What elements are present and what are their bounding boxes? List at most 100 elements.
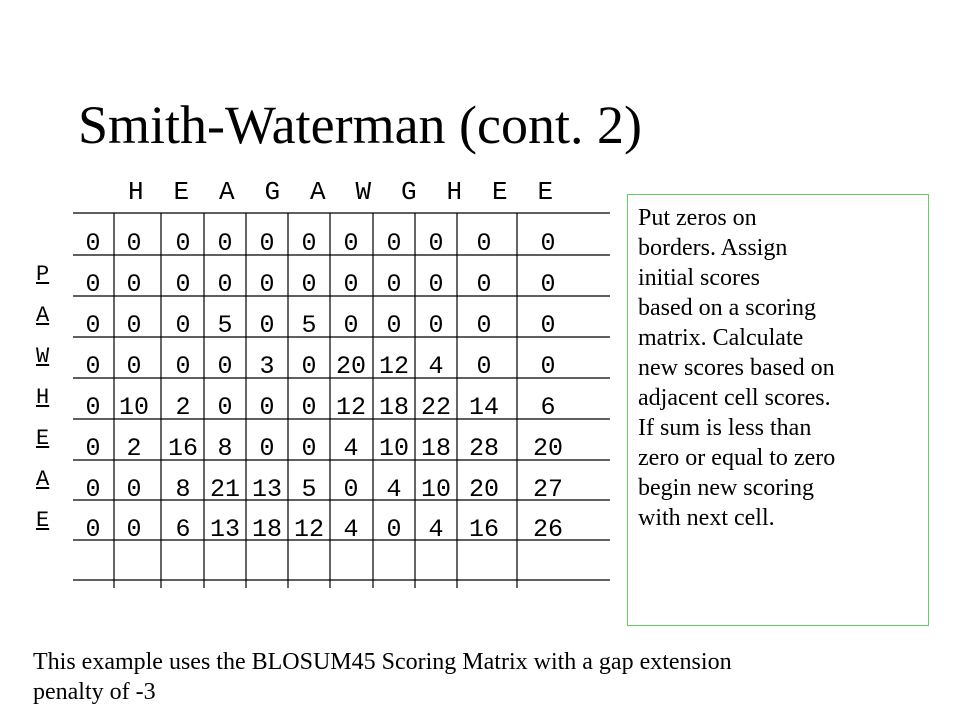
matrix-cell: 0 bbox=[301, 270, 316, 299]
matrix-cell: 21 bbox=[210, 475, 240, 504]
matrix-cell: 0 bbox=[386, 270, 401, 299]
matrix-cell: 26 bbox=[533, 515, 563, 544]
matrix-cell: 5 bbox=[301, 475, 316, 504]
matrix-cell: 0 bbox=[126, 229, 141, 258]
matrix-cell: 0 bbox=[301, 434, 316, 463]
matrix-cell: 4 bbox=[428, 352, 443, 381]
matrix-cell: 0 bbox=[85, 352, 100, 381]
matrix-cell: 8 bbox=[175, 475, 190, 504]
slide-title: Smith-Waterman (cont. 2) bbox=[78, 95, 642, 155]
side-letter: A bbox=[36, 467, 50, 492]
note-line: initial scores bbox=[638, 265, 760, 291]
matrix-cell: 10 bbox=[421, 475, 451, 504]
note-line: If sum is less than bbox=[638, 415, 812, 441]
matrix-cell: 0 bbox=[476, 270, 491, 299]
matrix-cell: 0 bbox=[386, 515, 401, 544]
matrix-cell: 4 bbox=[428, 515, 443, 544]
matrix-cell: 0 bbox=[217, 229, 232, 258]
matrix-cell: 4 bbox=[343, 434, 358, 463]
matrix-cell: 12 bbox=[379, 352, 409, 381]
note-line: based on a scoring bbox=[638, 295, 816, 321]
matrix-cell: 0 bbox=[126, 515, 141, 544]
matrix-cell: 2 bbox=[175, 393, 190, 422]
matrix-cell: 3 bbox=[259, 352, 274, 381]
side-letter: E bbox=[36, 426, 50, 451]
matrix-cell: 0 bbox=[476, 352, 491, 381]
matrix-cell: 0 bbox=[343, 270, 358, 299]
matrix-cell: 0 bbox=[301, 229, 316, 258]
matrix-cell: 10 bbox=[379, 434, 409, 463]
header-letter: A bbox=[310, 177, 326, 207]
matrix-cell: 27 bbox=[533, 475, 563, 504]
note-line: with next cell. bbox=[638, 505, 775, 531]
note-line: borders. Assign bbox=[638, 235, 788, 261]
header-letter: A bbox=[219, 177, 235, 207]
matrix-cell: 0 bbox=[428, 270, 443, 299]
header-letter: E bbox=[173, 177, 190, 207]
matrix-cell: 13 bbox=[252, 475, 282, 504]
header-letter: G bbox=[401, 177, 417, 207]
matrix-cell: 6 bbox=[175, 515, 190, 544]
matrix-cell: 0 bbox=[175, 229, 190, 258]
side-letter: E bbox=[36, 508, 50, 533]
matrix-cell: 0 bbox=[175, 270, 190, 299]
matrix-cell: 0 bbox=[126, 475, 141, 504]
matrix-cell: 0 bbox=[85, 515, 100, 544]
matrix-cell: 0 bbox=[126, 270, 141, 299]
matrix-cell: 0 bbox=[259, 393, 274, 422]
matrix-cell: 0 bbox=[343, 311, 358, 340]
matrix-cell: 18 bbox=[379, 393, 409, 422]
matrix-cell: 16 bbox=[469, 515, 499, 544]
matrix-cell: 0 bbox=[175, 311, 190, 340]
matrix-cell: 0 bbox=[428, 229, 443, 258]
matrix-cell: 0 bbox=[85, 434, 100, 463]
matrix-cell: 0 bbox=[85, 270, 100, 299]
matrix-cell: 0 bbox=[428, 311, 443, 340]
matrix-cell: 20 bbox=[533, 434, 563, 463]
matrix-cell: 20 bbox=[336, 352, 366, 381]
matrix-cell: 22 bbox=[421, 393, 451, 422]
note-line: Put zeros on bbox=[638, 205, 757, 231]
header-letter: H bbox=[128, 177, 144, 207]
matrix-cell: 0 bbox=[386, 229, 401, 258]
footer-line: This example uses the BLOSUM45 Scoring M… bbox=[33, 649, 732, 675]
matrix-cell: 4 bbox=[343, 515, 358, 544]
matrix-cell: 18 bbox=[252, 515, 282, 544]
matrix-cell: 0 bbox=[540, 270, 555, 299]
matrix-cell: 5 bbox=[217, 311, 232, 340]
matrix-cell: 0 bbox=[259, 311, 274, 340]
matrix-cell: 0 bbox=[343, 475, 358, 504]
matrix-cell: 0 bbox=[126, 311, 141, 340]
matrix-cell: 5 bbox=[301, 311, 316, 340]
matrix-cell: 0 bbox=[259, 434, 274, 463]
matrix-cell: 0 bbox=[85, 475, 100, 504]
note-line: new scores based on bbox=[638, 355, 835, 381]
matrix-cell: 0 bbox=[540, 352, 555, 381]
matrix-cell: 18 bbox=[421, 434, 451, 463]
header-letter: G bbox=[264, 177, 281, 207]
matrix-cell: 0 bbox=[540, 311, 555, 340]
matrix-cell: 0 bbox=[85, 393, 100, 422]
header-letter: H bbox=[446, 177, 463, 207]
matrix-cell: 12 bbox=[294, 515, 324, 544]
matrix-cell: 0 bbox=[85, 311, 100, 340]
explanation-note: Put zeros on borders. Assign initial score… bbox=[627, 194, 929, 626]
footer-line: penalty of -3 bbox=[33, 679, 156, 705]
note-line: zero or equal to zero bbox=[638, 445, 836, 471]
matrix-cell: 0 bbox=[259, 270, 274, 299]
matrix-cell: 0 bbox=[175, 352, 190, 381]
footer-caption: This example uses the BLOSUM45 Scoring M… bbox=[33, 647, 958, 707]
note-line: adjacent cell scores. bbox=[638, 385, 831, 411]
matrix-cell: 12 bbox=[336, 393, 366, 422]
matrix-cell: 0 bbox=[386, 311, 401, 340]
matrix-cell: 0 bbox=[217, 352, 232, 381]
matrix-cell: 28 bbox=[469, 434, 499, 463]
matrix-cell: 0 bbox=[540, 229, 555, 258]
matrix-cell: 0 bbox=[476, 311, 491, 340]
matrix-cell: 20 bbox=[469, 475, 499, 504]
matrix-cell: 0 bbox=[217, 270, 232, 299]
side-letter: A bbox=[36, 303, 50, 328]
